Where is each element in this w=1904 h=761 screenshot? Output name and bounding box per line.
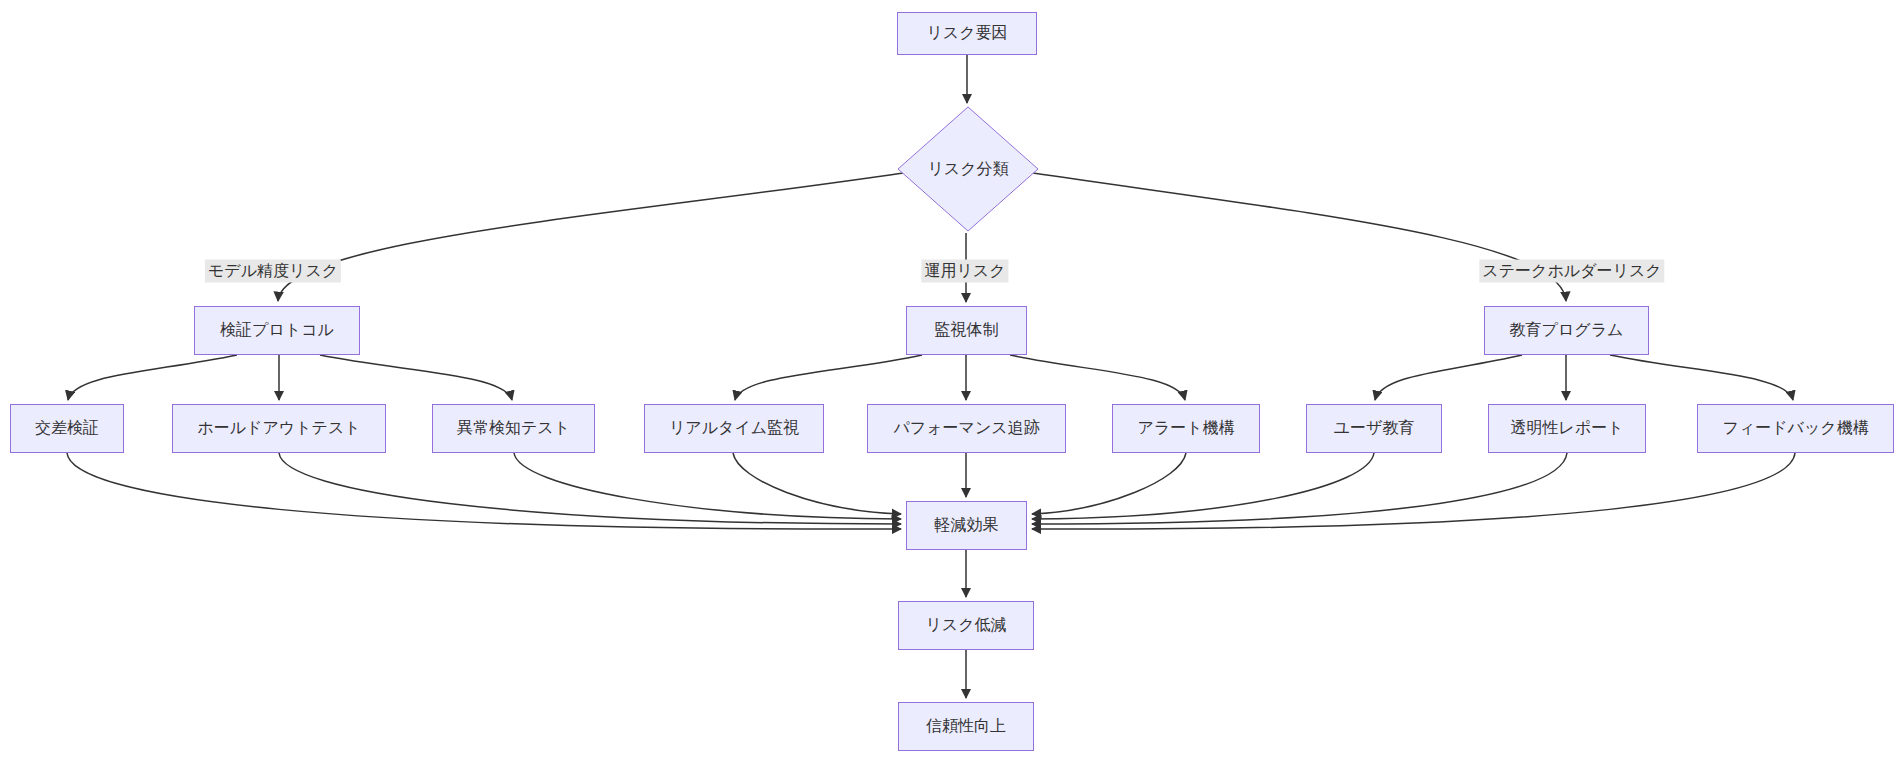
edge-feedback-to-mitigation (1032, 453, 1795, 529)
node-holdout-test-label: ホールドアウトテスト (197, 418, 360, 439)
node-education-program: 教育プログラム (1484, 306, 1649, 355)
node-performance-tracking-label: パフォーマンス追跡 (893, 418, 1039, 439)
node-realtime-monitoring: リアルタイム監視 (644, 404, 824, 453)
node-reliability-improvement: 信頼性向上 (898, 702, 1034, 751)
node-verification-protocol: 検証プロトコル (194, 306, 360, 355)
node-verification-protocol-label: 検証プロトコル (220, 320, 334, 341)
node-mitigation-effect: 軽減効果 (906, 501, 1027, 550)
node-anomaly-detection-test: 異常検知テスト (432, 404, 595, 453)
node-cross-validation-label: 交差検証 (35, 418, 99, 439)
node-risk-classification: リスク分類 (898, 149, 1038, 189)
edge-education-to-usereducation (1375, 355, 1522, 400)
edge-label-model-accuracy-risk: モデル精度リスク (205, 260, 341, 283)
node-feedback-mechanism-label: フィードバック機構 (1722, 418, 1868, 439)
node-risk-factors: リスク要因 (897, 12, 1037, 55)
node-realtime-monitoring-label: リアルタイム監視 (669, 418, 799, 439)
node-risk-reduction-label: リスク低減 (925, 615, 1006, 636)
edge-label-operational-risk: 運用リスク (921, 260, 1008, 283)
edge-usereducation-to-mitigation (1032, 453, 1374, 519)
edge-monitoring-to-realtime (735, 355, 922, 400)
node-monitoring-system-label: 監視体制 (935, 320, 999, 341)
node-risk-classification-label: リスク分類 (927, 159, 1008, 180)
edge-anomaly-to-mitigation (514, 453, 901, 519)
node-risk-reduction: リスク低減 (898, 601, 1034, 650)
edge-label-stakeholder-risk: ステークホルダーリスク (1479, 260, 1664, 283)
node-education-program-label: 教育プログラム (1510, 320, 1624, 341)
edge-holdout-to-mitigation (279, 453, 901, 524)
node-cross-validation: 交差検証 (10, 404, 124, 453)
edge-verification-to-anomaly (320, 355, 512, 400)
node-anomaly-detection-test-label: 異常検知テスト (457, 418, 570, 439)
edge-realtime-to-mitigation (733, 453, 901, 514)
node-transparency-report: 透明性レポート (1488, 404, 1646, 453)
edge-alert-to-mitigation (1032, 453, 1186, 514)
node-holdout-test: ホールドアウトテスト (172, 404, 386, 453)
node-risk-factors-label: リスク要因 (926, 23, 1007, 44)
node-alert-mechanism: アラート機構 (1112, 404, 1260, 453)
node-user-education-label: ユーザ教育 (1334, 418, 1415, 439)
node-monitoring-system: 監視体制 (906, 306, 1027, 355)
edge-monitoring-to-alert (1010, 355, 1185, 400)
node-alert-mechanism-label: アラート機構 (1137, 418, 1234, 439)
edge-classification-to-verification (278, 173, 903, 301)
node-transparency-report-label: 透明性レポート (1510, 418, 1623, 439)
edge-education-to-feedback (1610, 355, 1793, 400)
node-reliability-improvement-label: 信頼性向上 (926, 716, 1006, 737)
edge-transparency-to-mitigation (1032, 453, 1567, 524)
node-feedback-mechanism: フィードバック機構 (1697, 404, 1894, 453)
node-performance-tracking: パフォーマンス追跡 (867, 404, 1066, 453)
edge-verification-to-crossvalidation (68, 355, 237, 400)
node-mitigation-effect-label: 軽減効果 (935, 515, 999, 536)
edge-crossvalidation-to-mitigation (67, 453, 901, 529)
node-user-education: ユーザ教育 (1306, 404, 1442, 453)
